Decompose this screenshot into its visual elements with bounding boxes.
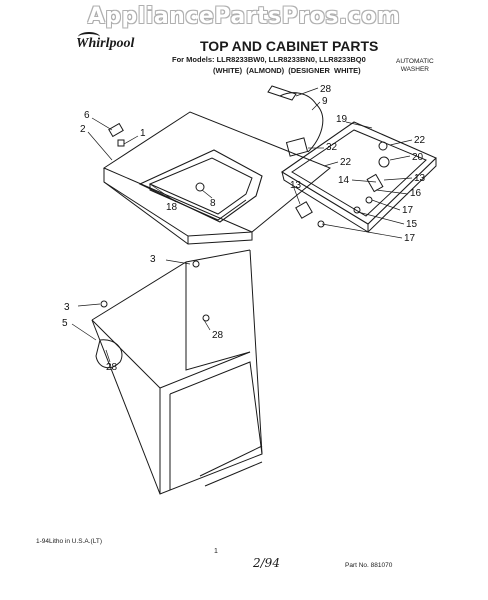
print-code: 1-94Litho in U.S.A.(LT): [36, 538, 102, 545]
callout-17-lower: 17: [404, 233, 416, 244]
models-line: For Models: LLR8233BW0, LLR8233BN0, LLR8…: [172, 55, 366, 64]
page-number: 1: [214, 548, 218, 555]
cabinet: [91, 249, 263, 495]
callout-13-right: 13: [414, 173, 426, 184]
callout-17-upper: 17: [402, 205, 414, 216]
small-parts: [95, 85, 390, 369]
callout-2: 2: [80, 124, 86, 135]
handwritten-note: 2/94: [253, 556, 280, 570]
callout-1: 1: [140, 128, 146, 139]
washer-lid: [280, 121, 437, 233]
callout-5: 5: [62, 318, 68, 329]
callout-28-bracket: 28: [106, 362, 118, 373]
leader-lines: [71, 87, 413, 363]
callout-28-cabinet: 28: [212, 330, 224, 341]
brand-logo: Whirlpool: [76, 36, 135, 51]
callout-16: 16: [410, 188, 422, 199]
callout-28-harness: 28: [320, 84, 332, 95]
callouts: 28 9 19 22 32 20 6 1 2 22 13 14 13 16 17…: [62, 84, 426, 373]
callout-8: 8: [210, 198, 216, 209]
colors-line: (WHITE) (ALMOND) (DESIGNER WHITE): [213, 66, 361, 75]
callout-18: 18: [166, 202, 178, 213]
callout-22-lid: 22: [340, 157, 352, 168]
product-type: AUTOMATIC WASHER: [396, 58, 434, 74]
callout-3-upper: 3: [150, 254, 156, 265]
callout-13-left: 13: [290, 180, 302, 191]
product-type-line-2: WASHER: [400, 66, 429, 73]
top-panel: [102, 111, 331, 245]
callout-20: 20: [412, 152, 424, 163]
callout-6: 6: [84, 110, 90, 121]
callout-14: 14: [338, 175, 350, 186]
part-number: Part No. 881070: [345, 562, 393, 569]
callout-22-top: 22: [414, 135, 426, 146]
product-type-line-1: AUTOMATIC: [396, 58, 434, 65]
site-watermark: AppliancePartsPros.com: [87, 4, 401, 29]
callout-32: 32: [326, 142, 338, 153]
callout-19: 19: [336, 114, 348, 125]
page-title: TOP AND CABINET PARTS: [200, 38, 379, 54]
callout-15: 15: [406, 219, 418, 230]
callout-9: 9: [322, 96, 328, 107]
callout-3-lower: 3: [64, 302, 70, 313]
brand-logo-swoosh: [78, 32, 100, 42]
